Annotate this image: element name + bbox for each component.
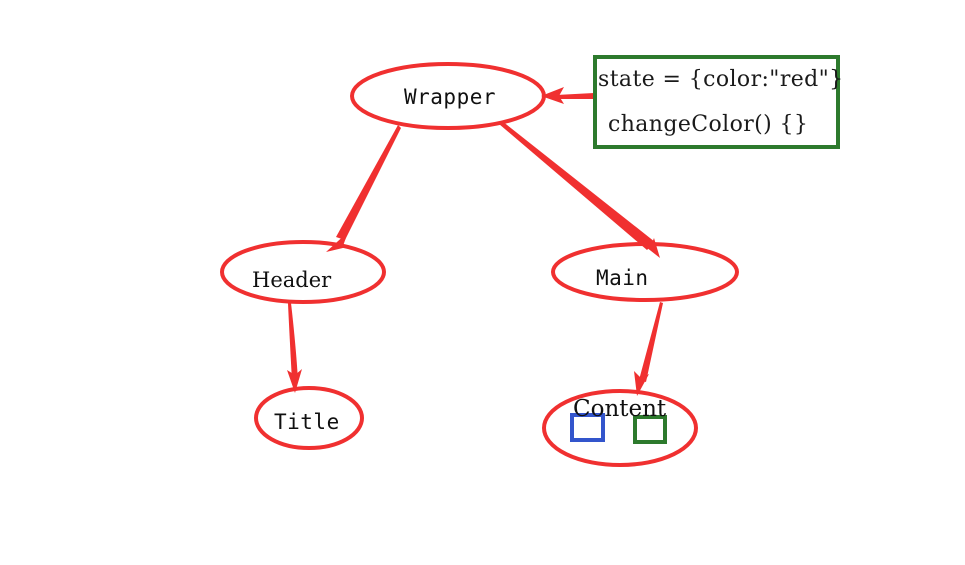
node-header-ellipse[interactable] [220, 240, 386, 304]
edge-header-title [287, 303, 302, 393]
node-label-content: Content [573, 396, 667, 422]
code-line-state: state = {color:"red"} [598, 67, 844, 92]
node-label-main: Main [596, 266, 649, 290]
green-square-swatch[interactable] [633, 415, 667, 444]
node-wrapper-ellipse[interactable] [350, 62, 546, 130]
node-content-ellipse[interactable] [542, 389, 698, 467]
node-title-ellipse[interactable] [254, 386, 364, 450]
edge-wrapper-header [326, 125, 401, 252]
blue-square-swatch[interactable] [570, 413, 605, 442]
node-label-wrapper: Wrapper [404, 85, 497, 109]
edge-main-content [634, 302, 663, 396]
edge-wrapper-main [499, 121, 660, 258]
node-label-title: Title [274, 410, 340, 434]
node-main-ellipse[interactable] [551, 242, 739, 302]
edge-codebox-wrapper [541, 87, 594, 104]
code-box-border [593, 55, 840, 149]
node-label-header: Header [252, 268, 332, 292]
code-line-change-color: changeColor() {} [608, 112, 809, 137]
